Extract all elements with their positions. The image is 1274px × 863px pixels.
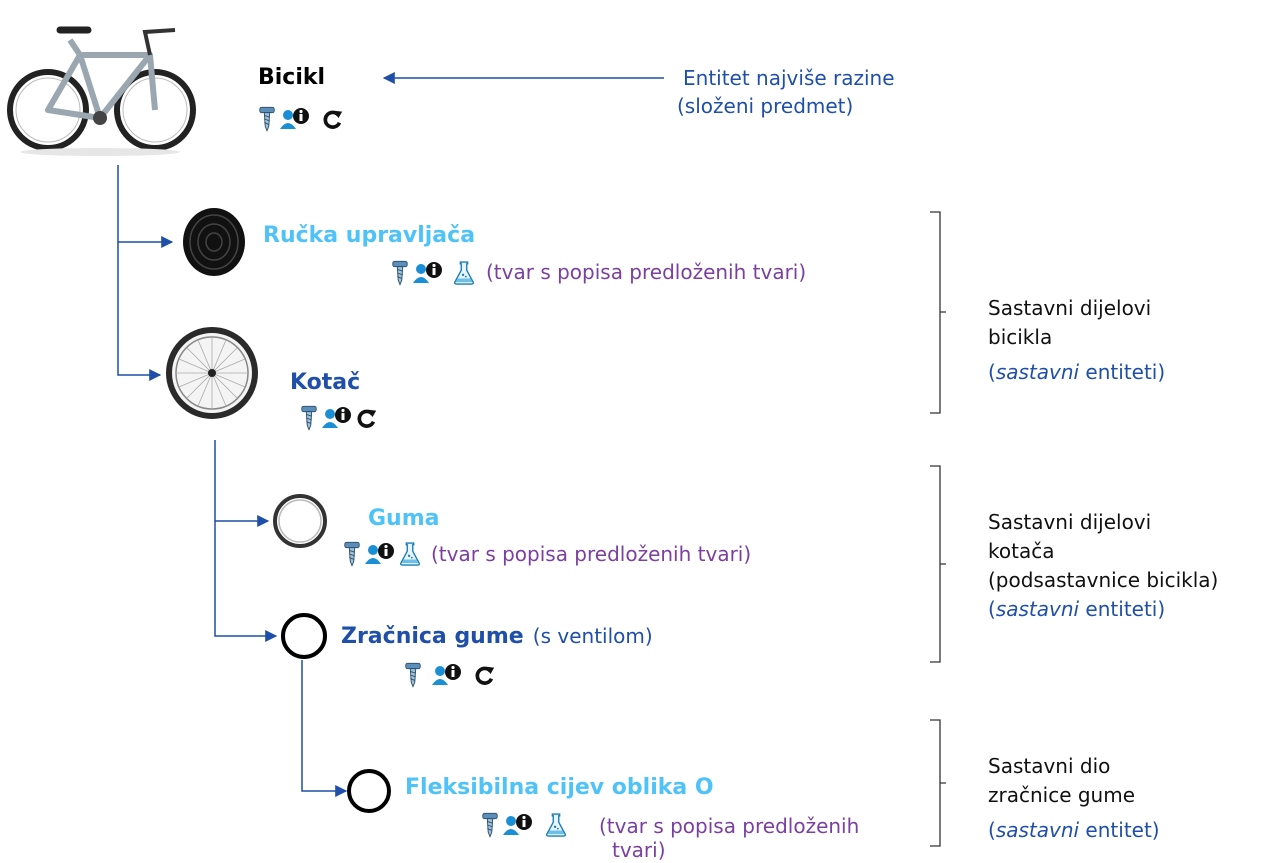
node-heading-zracnica: Zračnica gume (s ventilom) xyxy=(341,624,653,650)
annotation-group3-line2: zračnice gume xyxy=(988,783,1136,807)
recycle-icon xyxy=(322,108,344,130)
connector-zracnica-cijev xyxy=(301,660,348,797)
annotation-group3-open: ( xyxy=(988,818,996,842)
annotation-group2-line4: (sastavni entiteti) xyxy=(988,595,1218,624)
tyre-image xyxy=(273,494,327,548)
screw-icon xyxy=(481,812,499,838)
icon-row-zracnica xyxy=(404,662,496,688)
node-note-cijev-line1: (tvar s popisa predloženih xyxy=(599,814,860,838)
chemical-flask-icon xyxy=(545,812,567,838)
bicycle-image xyxy=(7,26,196,156)
icon-row-kotac xyxy=(300,405,378,431)
screw-icon xyxy=(343,541,361,567)
node-title-cijev: Fleksibilna cijev oblika O xyxy=(405,775,714,800)
annotation-group1-line1: Sastavni dijelovi xyxy=(988,296,1152,320)
screw-icon xyxy=(391,260,409,286)
o-tube-image xyxy=(347,769,391,813)
handlebar-tape-image xyxy=(183,208,245,276)
node-title-zracnica: Zračnica gume xyxy=(341,624,524,649)
annotation-group2: Sastavni dijelovi kotača (podsastavnice … xyxy=(988,508,1218,624)
recycle-icon xyxy=(356,407,378,429)
user-info-icon xyxy=(365,542,395,566)
user-info-icon xyxy=(503,813,533,837)
screw-icon xyxy=(258,106,276,132)
screw-icon xyxy=(300,405,318,431)
annotation-group3: Sastavni dio zračnice gume (sastavni ent… xyxy=(988,752,1160,845)
annotation-group2-line2: kotača xyxy=(988,539,1055,563)
user-info-icon xyxy=(322,406,352,430)
node-note-rucka: (tvar s popisa predloženih tvari) xyxy=(486,260,807,284)
inner-tube-image xyxy=(281,613,327,659)
annotation-group2-rest: entiteti) xyxy=(1079,597,1166,621)
annotation-group1-open: ( xyxy=(988,360,996,384)
annotation-group1-line2: bicikla xyxy=(988,325,1053,349)
icon-row-cijev xyxy=(481,812,567,838)
annotation-group2-line3: (podsastavnice bicikla) xyxy=(988,568,1219,592)
icon-row-bicikl xyxy=(258,106,344,132)
annotation-group3-italic: sastavni xyxy=(995,818,1080,842)
node-note-cijev-line2: tvari) xyxy=(612,838,666,862)
bracket-zracnica-parts xyxy=(930,719,946,847)
node-suffix-zracnica: (s ventilom) xyxy=(532,624,653,648)
annotation-group2-open: ( xyxy=(988,597,996,621)
annotation-group3-rest: entitet) xyxy=(1079,818,1160,842)
annotation-group2-italic: sastavni xyxy=(995,597,1080,621)
node-title-bicikl: Bicikl xyxy=(258,65,326,90)
connector-kotac-guma xyxy=(214,440,270,527)
user-info-icon xyxy=(413,261,443,285)
annotation-top-line1: Entitet najviše razine xyxy=(683,66,895,90)
node-title-rucka: Ručka upravljača xyxy=(263,223,476,248)
icon-row-guma xyxy=(343,541,421,567)
connector-bicikl-kotac xyxy=(117,242,162,381)
wheel-image xyxy=(166,327,258,419)
chemical-flask-icon xyxy=(399,541,421,567)
annotation-group3-line3: (sastavni entitet) xyxy=(988,816,1160,845)
annotation-top-line2: (složeni predmet) xyxy=(677,94,854,118)
chemical-flask-icon xyxy=(453,260,475,286)
connector-bicikl-rucka xyxy=(117,165,174,248)
annotation-group2-line1: Sastavni dijelovi xyxy=(988,510,1152,534)
annotation-group3-line1: Sastavni dio xyxy=(988,754,1111,778)
annotation-group1-line3: (sastavni entiteti) xyxy=(988,358,1165,387)
node-title-guma: Guma xyxy=(368,506,440,531)
icon-row-rucka xyxy=(391,260,475,286)
user-info-icon xyxy=(432,663,462,687)
annotation-group1-italic: sastavni xyxy=(995,360,1080,384)
recycle-icon xyxy=(474,664,496,686)
bracket-kotac-parts xyxy=(930,465,946,663)
connector-kotac-zracnica xyxy=(214,521,278,642)
node-title-kotac: Kotač xyxy=(290,370,361,395)
node-note-guma: (tvar s popisa predloženih tvari) xyxy=(431,542,752,566)
annotation-group1: Sastavni dijelovi bicikla (sastavni enti… xyxy=(988,294,1165,387)
annotation-group1-rest: entiteti) xyxy=(1079,360,1166,384)
screw-icon xyxy=(404,662,422,688)
user-info-icon xyxy=(280,107,310,131)
bracket-bicikl-parts xyxy=(930,211,946,414)
